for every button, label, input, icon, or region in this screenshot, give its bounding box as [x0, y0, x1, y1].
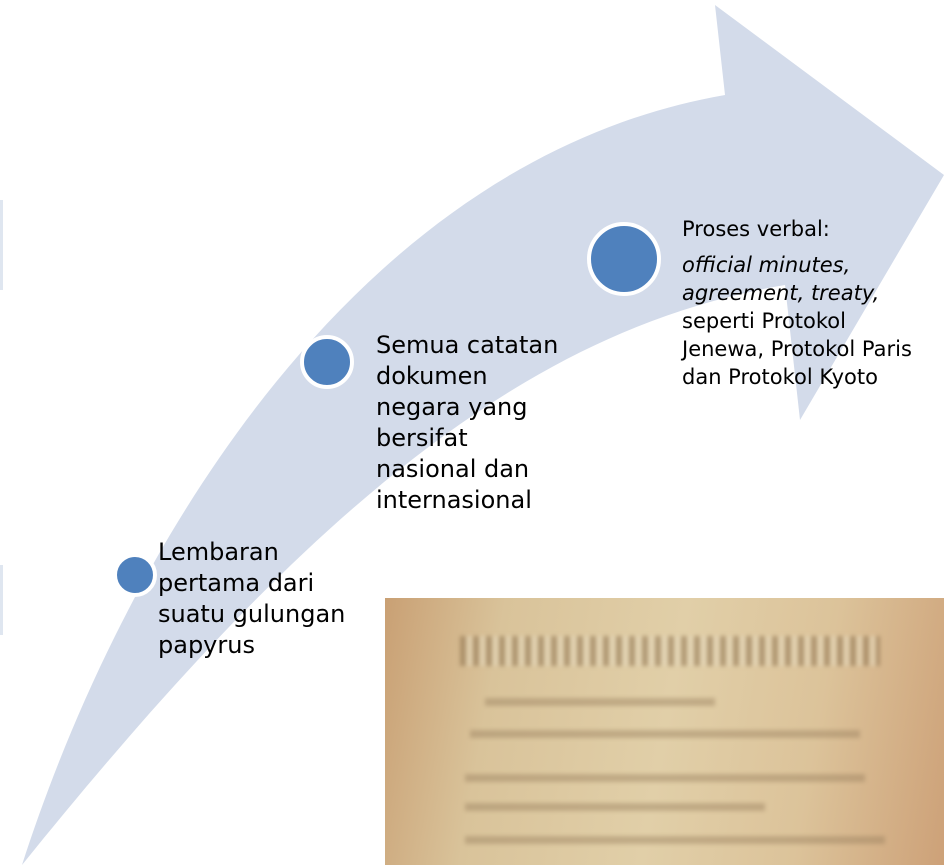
left-edge-fragment [0, 565, 3, 635]
curved-arrow-body [22, 5, 944, 865]
document-text-line [465, 836, 885, 844]
step-3-detail: seperti Protokol Jenewa, Protokol Paris … [682, 309, 912, 389]
step-2-label: Semua catatan dokumen negara yang bersif… [376, 331, 559, 514]
step-3-text: Proses verbal: official minutes, agreeme… [682, 215, 932, 391]
old-document-photo [385, 598, 944, 865]
document-text-line [470, 730, 860, 738]
step-1-label: Lembaran pertama dari suatu gulungan pap… [158, 538, 346, 659]
document-text-line [465, 803, 765, 811]
step-2-marker [300, 335, 354, 389]
left-edge-fragment [0, 200, 3, 290]
step-3-heading: Proses verbal: [682, 217, 830, 241]
document-text-line [485, 698, 715, 706]
document-title-band [460, 636, 880, 666]
step-3-marker [587, 222, 661, 296]
document-text-line [465, 774, 865, 782]
step-3-italic-terms: official minutes, agreement, treaty, [682, 253, 880, 305]
step-1-marker [113, 553, 157, 597]
